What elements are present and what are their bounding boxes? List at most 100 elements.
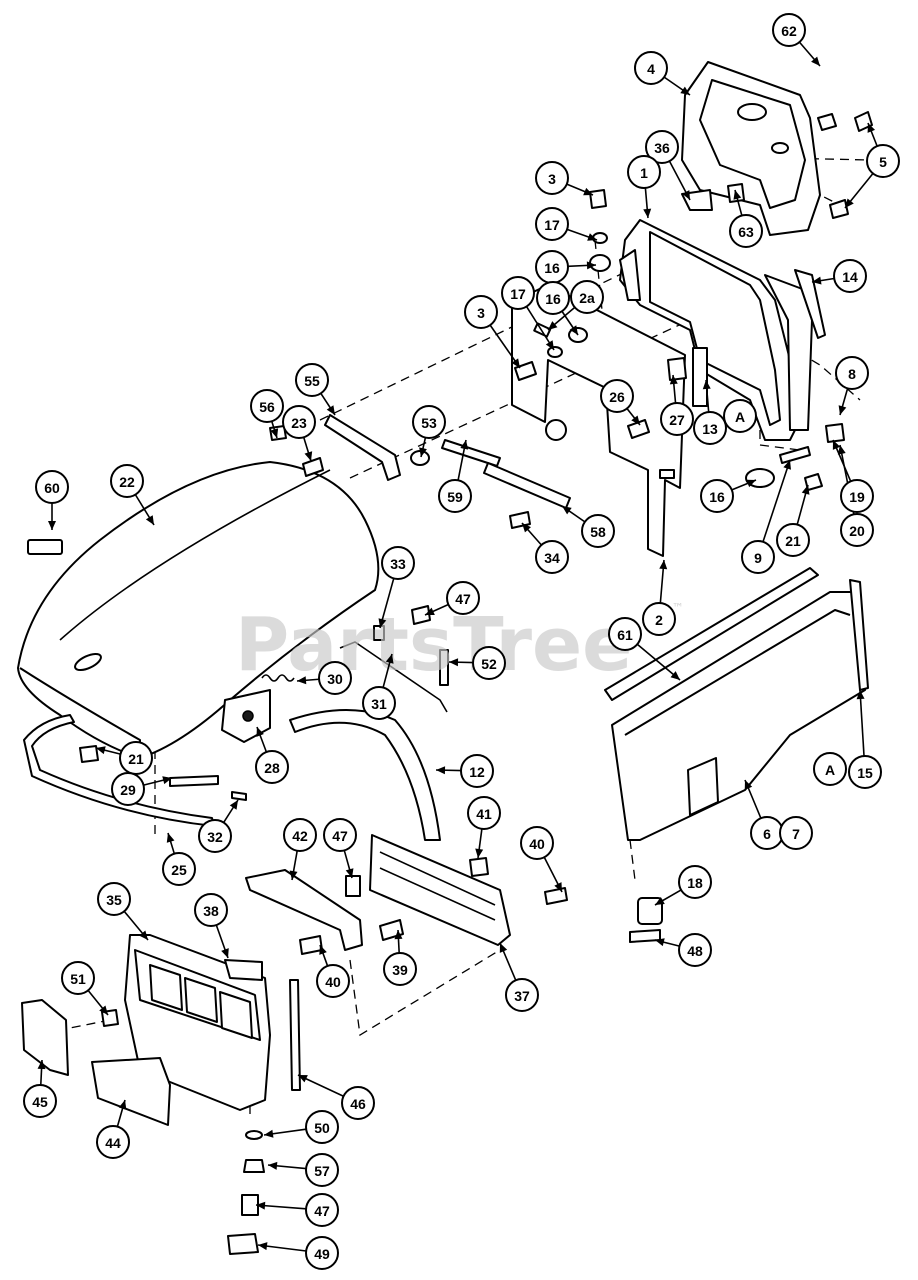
callout-circle bbox=[446, 581, 480, 615]
leader-arrow-20 bbox=[837, 445, 846, 455]
callout-number: 6 bbox=[763, 826, 771, 842]
callout-number: 23 bbox=[291, 415, 307, 431]
leader-arrow-17 bbox=[545, 340, 554, 350]
callout-number: 60 bbox=[44, 480, 60, 496]
callout-36: 36 bbox=[645, 130, 679, 164]
callout-number: 29 bbox=[120, 782, 136, 798]
callout-circle bbox=[467, 796, 501, 830]
leader-line-61 bbox=[636, 643, 681, 681]
leader-arrow-50 bbox=[264, 1129, 274, 1138]
part-29-rod bbox=[169, 775, 219, 787]
part-37-grille bbox=[369, 834, 511, 946]
part-22-hood bbox=[17, 461, 380, 759]
callout-29: 29 bbox=[111, 772, 145, 806]
callout-number: 3 bbox=[477, 305, 485, 321]
callout-31: 31 bbox=[362, 686, 396, 720]
callout-9: 9 bbox=[741, 540, 775, 574]
callout-circle bbox=[501, 276, 535, 310]
leader-arrow-30 bbox=[297, 676, 307, 685]
callout-circle bbox=[581, 514, 615, 548]
leader-arrow-1 bbox=[643, 208, 652, 218]
callout-62: 62 bbox=[772, 13, 806, 47]
callout-16: 16 bbox=[536, 281, 570, 315]
leader-arrow-44 bbox=[118, 1100, 127, 1110]
leader-arrow-c5b bbox=[845, 198, 854, 208]
callout-circle bbox=[772, 13, 806, 47]
callout-number: 57 bbox=[314, 1163, 330, 1179]
callout-circle bbox=[520, 826, 554, 860]
leader-arrow-15 bbox=[856, 690, 865, 700]
callout-number: 15 bbox=[857, 765, 873, 781]
callout-23: 23 bbox=[282, 405, 316, 439]
leader-arrow-3 bbox=[511, 358, 520, 368]
callout-circle bbox=[305, 1236, 339, 1270]
part-32-pin bbox=[231, 791, 247, 801]
callout-13: 13 bbox=[693, 411, 727, 445]
callout-number: 30 bbox=[327, 671, 343, 687]
callout-number: 37 bbox=[514, 988, 530, 1004]
callout-number: 44 bbox=[105, 1135, 121, 1151]
callout-60: 60 bbox=[35, 470, 69, 504]
callout-circle bbox=[535, 207, 569, 241]
callout-circle bbox=[255, 750, 289, 784]
leader-arrow-63 bbox=[733, 190, 742, 200]
callout-circle bbox=[645, 130, 679, 164]
callout-number: 31 bbox=[371, 696, 387, 712]
leader-arrow-56 bbox=[270, 428, 279, 438]
callout-40: 40 bbox=[316, 964, 350, 998]
callout-7: 7 bbox=[779, 816, 813, 850]
leader-arrow-27 bbox=[669, 375, 678, 385]
callout-circle bbox=[381, 546, 415, 580]
callout-2: 2 bbox=[642, 602, 676, 636]
callout-50: 50 bbox=[305, 1110, 339, 1144]
callout-number: 33 bbox=[390, 556, 406, 572]
callout-number: 22 bbox=[119, 474, 135, 490]
leader-arrow-17 bbox=[587, 233, 597, 241]
leader-arrow-4 bbox=[680, 86, 690, 95]
callout-circle bbox=[776, 523, 810, 557]
callout-28: 28 bbox=[255, 750, 289, 784]
leader-arrow-42 bbox=[289, 870, 298, 880]
leader-arrow-28 bbox=[256, 727, 264, 737]
callout-number: 18 bbox=[687, 875, 703, 891]
callout-number: 16 bbox=[545, 291, 561, 307]
callout-circle bbox=[729, 214, 763, 248]
leader-arrow-32 bbox=[229, 800, 238, 810]
callout-34: 34 bbox=[535, 540, 569, 574]
part-25-seal bbox=[23, 714, 215, 827]
callout-33: 33 bbox=[381, 546, 415, 580]
callout-circle bbox=[723, 399, 757, 433]
callout-number: 27 bbox=[669, 412, 685, 428]
callout-number: 2a bbox=[579, 290, 595, 306]
callout-circle bbox=[323, 818, 357, 852]
callout-number: 62 bbox=[781, 23, 797, 39]
part-55-bracket bbox=[324, 414, 401, 481]
part-47-bolt bbox=[241, 1194, 259, 1216]
callout-circle bbox=[600, 379, 634, 413]
callout-17: 17 bbox=[535, 207, 569, 241]
callout-number: 7 bbox=[792, 826, 800, 842]
leader-arrow-61 bbox=[670, 671, 680, 680]
callout-circle bbox=[535, 540, 569, 574]
callout-number: 56 bbox=[259, 399, 275, 415]
callout-circle bbox=[678, 933, 712, 967]
leader-arrow-52 bbox=[449, 658, 459, 667]
callout-4: 4 bbox=[634, 51, 668, 85]
callout-19: 19 bbox=[840, 479, 874, 513]
leader-arrow-62 bbox=[811, 56, 820, 66]
leader-arrow-13 bbox=[702, 380, 711, 390]
part-49-pad bbox=[227, 1233, 259, 1255]
callout-47: 47 bbox=[305, 1193, 339, 1227]
leader-arrow-3 bbox=[583, 187, 593, 196]
callout-16: 16 bbox=[535, 250, 569, 284]
callout-circle bbox=[111, 772, 145, 806]
callout-circle bbox=[96, 1125, 130, 1159]
leader-arrow-12 bbox=[436, 766, 446, 775]
callout-number: A bbox=[825, 762, 835, 778]
part-57-nut bbox=[243, 1159, 265, 1173]
callout-3: 3 bbox=[464, 295, 498, 329]
callout-25: 25 bbox=[162, 852, 196, 886]
callout-circle bbox=[305, 1110, 339, 1144]
callout-circle bbox=[693, 411, 727, 445]
